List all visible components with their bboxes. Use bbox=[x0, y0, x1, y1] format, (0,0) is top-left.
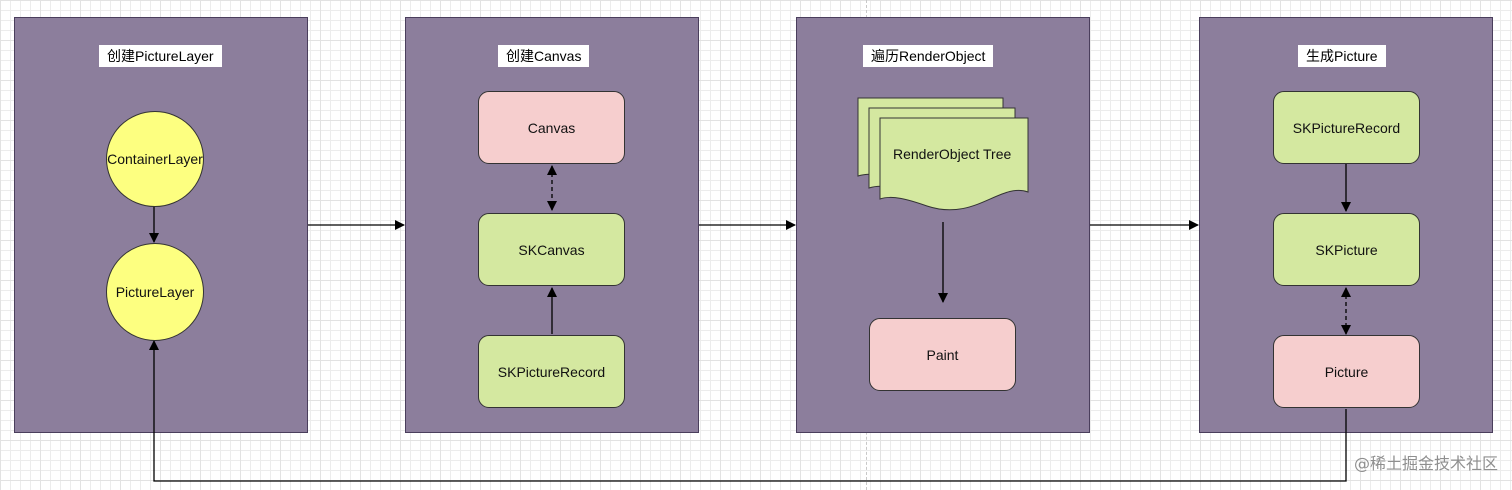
node-containerlayer: ContainerLayer bbox=[106, 111, 204, 207]
node-picture: Picture bbox=[1273, 335, 1420, 408]
node-canvas: Canvas bbox=[478, 91, 625, 164]
panel-title: 生成Picture bbox=[1298, 45, 1386, 67]
panel-title: 创建PictureLayer bbox=[99, 45, 222, 67]
watermark: @稀土掘金技术社区 bbox=[1353, 454, 1498, 473]
panel-title: 遍历RenderObject bbox=[863, 45, 994, 67]
panel-title: 创建Canvas bbox=[498, 45, 590, 67]
node-skpicture: SKPicture bbox=[1273, 213, 1420, 286]
node-renderobject-tree: RenderObject Tree bbox=[893, 146, 1012, 162]
node-picturelayer: PictureLayer bbox=[106, 243, 204, 341]
node-paint: Paint bbox=[869, 318, 1016, 391]
node-skpicturerecord: SKPictureRecord bbox=[478, 335, 625, 408]
panel-create-picturelayer: 创建PictureLayer bbox=[14, 17, 308, 433]
arrow-picture-to-picturelayer bbox=[149, 340, 1347, 482]
node-skpicturerecord-2: SKPictureRecord bbox=[1273, 91, 1420, 164]
node-skcanvas: SKCanvas bbox=[478, 213, 625, 286]
